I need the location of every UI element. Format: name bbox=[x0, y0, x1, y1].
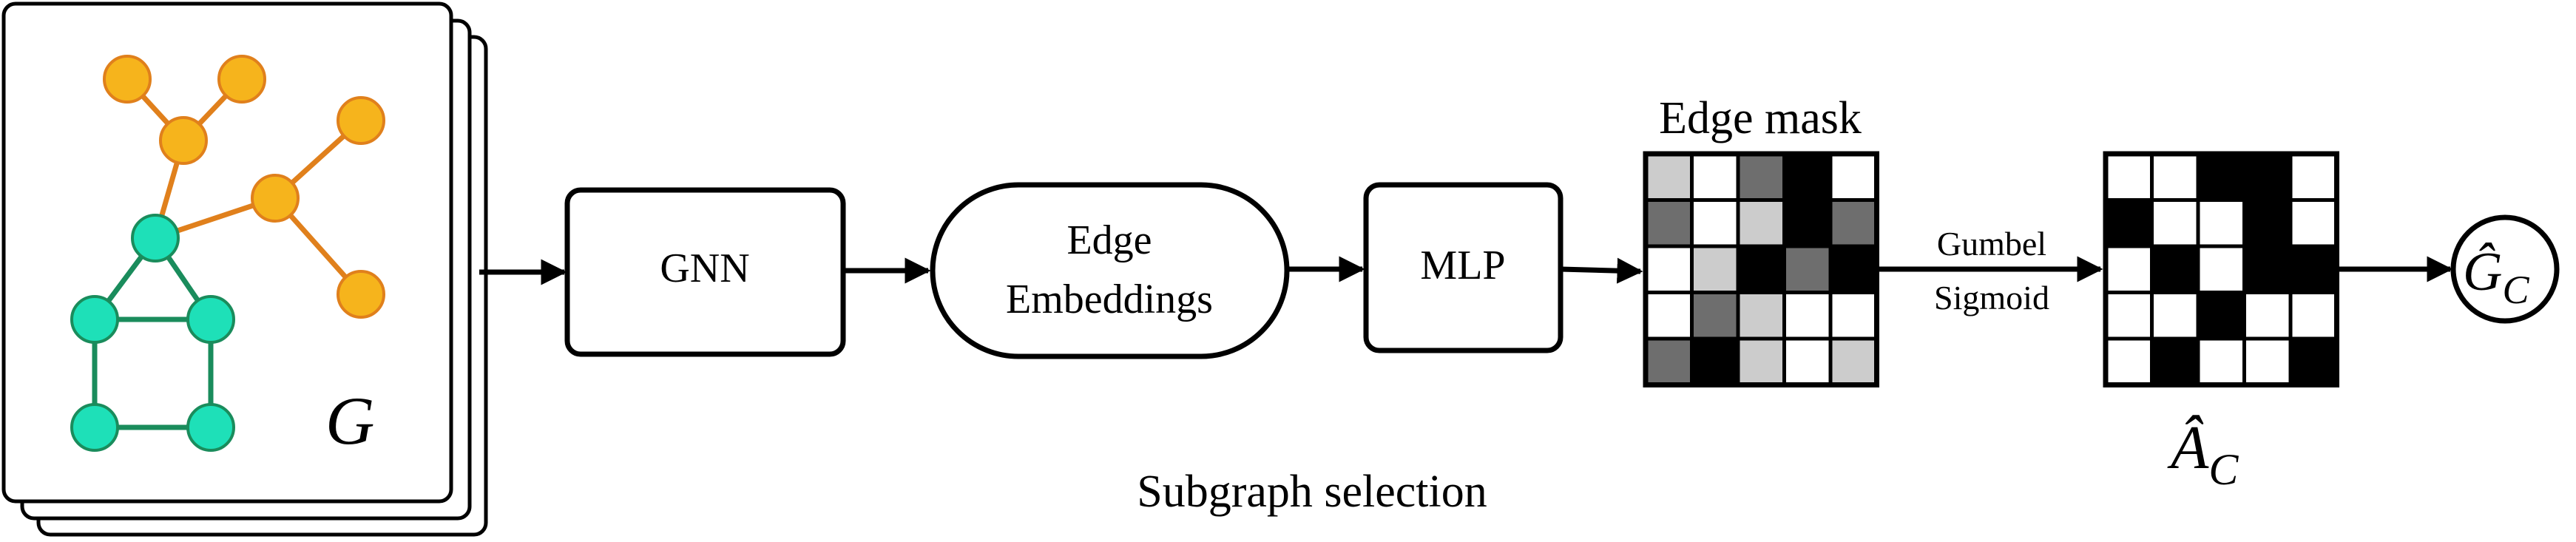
edge-mask-cell bbox=[1736, 336, 1786, 387]
mlp-label: MLP bbox=[1420, 243, 1505, 288]
graph-node bbox=[103, 55, 152, 104]
edge-mask-cell bbox=[1828, 152, 1879, 202]
adjacency-cell bbox=[2150, 244, 2200, 294]
gumbel-label: Gumbel bbox=[1937, 225, 2046, 262]
adjacency-cell bbox=[2196, 291, 2246, 341]
adjacency-cell bbox=[2196, 152, 2246, 202]
adjacency-cell bbox=[2242, 291, 2293, 341]
edge-mask-cell bbox=[1690, 336, 1740, 387]
graph-node bbox=[251, 174, 300, 223]
adjacency-cell bbox=[2103, 291, 2154, 341]
adjacency-cell bbox=[2103, 152, 2154, 202]
adjacency-cell bbox=[2196, 336, 2246, 387]
edge-mask-cell bbox=[1736, 198, 1786, 248]
adjacency-cell bbox=[2103, 244, 2154, 294]
edge-mask-cell bbox=[1643, 244, 1694, 294]
adjacency-cell bbox=[2196, 198, 2246, 248]
edge-mask-cell bbox=[1643, 152, 1694, 202]
mlp-block bbox=[1363, 182, 1563, 353]
gnn-block bbox=[564, 187, 846, 357]
graph-node bbox=[70, 295, 119, 344]
edge-mask-cell bbox=[1736, 152, 1786, 202]
graph-card-stack bbox=[1, 1, 488, 537]
output-graph-node bbox=[2450, 214, 2560, 324]
edge-mask-cell bbox=[1643, 336, 1694, 387]
flow-arrows bbox=[479, 256, 2453, 285]
sigmoid-label: Sigmoid bbox=[1934, 279, 2049, 316]
adjacency-cell bbox=[2196, 244, 2246, 294]
edge-mask-cell bbox=[1690, 244, 1740, 294]
adjacency-cell bbox=[2150, 198, 2200, 248]
edge-mask-cell bbox=[1828, 291, 1879, 341]
adjacency-cell bbox=[2242, 152, 2293, 202]
edge-mask-cell bbox=[1643, 198, 1694, 248]
adjacency-cell bbox=[2242, 244, 2293, 294]
adjacency-cell bbox=[2288, 198, 2339, 248]
adjacency-cell bbox=[2288, 291, 2339, 341]
adjacency-cell bbox=[2288, 336, 2339, 387]
graph-node bbox=[217, 55, 266, 104]
graph-node bbox=[337, 270, 385, 319]
edge-mask-cell bbox=[1828, 336, 1879, 387]
edge-mask-cell bbox=[1736, 291, 1786, 341]
adjacency-cell bbox=[2288, 152, 2339, 202]
output-label-main: Ĝ bbox=[2463, 242, 2502, 302]
graph-node bbox=[131, 214, 180, 262]
output-graph-label: ĜC bbox=[2463, 242, 2529, 312]
edge-mask-cell bbox=[1782, 336, 1833, 387]
edge-embeddings-label-line1: Edge bbox=[1066, 217, 1152, 263]
adjacency-cell bbox=[2103, 336, 2154, 387]
edge-mask-cell bbox=[1828, 198, 1879, 248]
graph-node bbox=[159, 116, 208, 165]
edge-mask-cell bbox=[1736, 244, 1786, 294]
adjacency-label: ÂC bbox=[2167, 413, 2239, 494]
adjacency-cell bbox=[2150, 291, 2200, 341]
edge-mask-cell bbox=[1782, 198, 1833, 248]
adjacency-cell bbox=[2242, 336, 2293, 387]
edge-mask-cell bbox=[1828, 244, 1879, 294]
edge-embeddings-label-line2: Embeddings bbox=[1006, 277, 1213, 322]
adjacency-cell bbox=[2150, 336, 2200, 387]
adjacency-cell-border bbox=[2103, 151, 2339, 387]
adjacency-cell bbox=[2150, 152, 2200, 202]
graph-label: G bbox=[325, 383, 374, 458]
gnn-label: GNN bbox=[660, 245, 749, 291]
graph-node bbox=[186, 295, 235, 344]
graph-node bbox=[186, 403, 235, 452]
edge-mask-cell bbox=[1690, 198, 1740, 248]
edge-mask-cell-border bbox=[1643, 151, 1879, 387]
graph-node bbox=[70, 403, 119, 452]
arrow-mlp-to-mask bbox=[1560, 257, 1643, 284]
adjacency-label-sub: C bbox=[2208, 445, 2239, 494]
edge-mask-cell bbox=[1782, 291, 1833, 341]
adjacency-cell bbox=[2103, 198, 2154, 248]
edge-mask-cell bbox=[1782, 152, 1833, 202]
adjacency-cell bbox=[2288, 244, 2339, 294]
graph-node bbox=[337, 96, 385, 145]
adjacency-cell bbox=[2242, 198, 2293, 248]
edge-embeddings-block bbox=[930, 182, 1290, 359]
edge-mask-cell bbox=[1782, 244, 1833, 294]
adjacency-matrix-grid bbox=[2103, 151, 2339, 387]
adjacency-label-main: Â bbox=[2167, 413, 2209, 482]
edge-mask-cell bbox=[1643, 291, 1694, 341]
edge-mask-cell bbox=[1690, 152, 1740, 202]
output-label-sub: C bbox=[2502, 268, 2529, 312]
edge-mask-title: Edge mask bbox=[1659, 93, 1862, 143]
edge-mask-grid bbox=[1643, 151, 1879, 387]
diagram-caption: Subgraph selection bbox=[1137, 467, 1487, 517]
graph-nodes bbox=[70, 55, 385, 452]
edge-mask-cell bbox=[1690, 291, 1740, 341]
